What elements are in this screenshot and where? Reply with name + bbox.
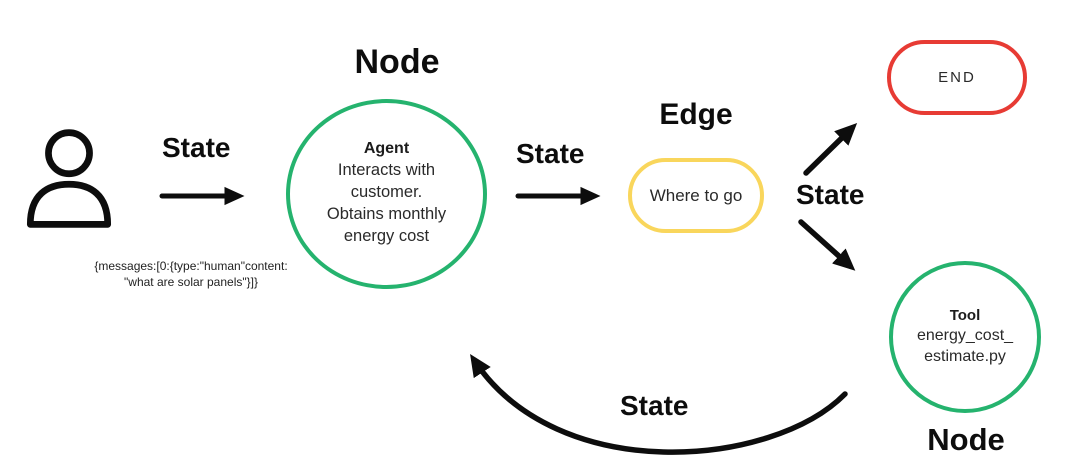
arrow-edge-to-tool [798, 219, 856, 271]
end-node: END [887, 40, 1027, 115]
user-message-line-1: {messages:[0:{type:"human"content: [94, 259, 288, 273]
tool-node-line: energy_cost_ [916, 326, 1014, 344]
agent-node-line: customer. [350, 183, 423, 202]
agent-node: Agent Interacts with customer. Obtains m… [286, 99, 487, 289]
agent-node-line: Interacts with [337, 161, 436, 180]
arrow-edge-to-end [803, 122, 858, 176]
state-label-edge-branch: State [796, 179, 865, 210]
state-label-agent-edge: State [516, 138, 585, 169]
tool-node: Tool energy_cost_ estimate.py [889, 261, 1041, 413]
edge-title: Edge [659, 98, 733, 131]
state-label-user-agent: State [162, 132, 231, 163]
arrow-tool-to-agent-curve [470, 354, 848, 455]
edge-node-where-to-go: Where to go [628, 158, 764, 233]
agent-node-title: Agent [363, 140, 410, 158]
state-label-tool-agent: State [620, 390, 689, 421]
node-title-tool: Node [927, 422, 1005, 457]
user-message-json: {messages:[0:{type:"human"content: "what… [40, 259, 342, 290]
tool-node-title: Tool [949, 306, 981, 324]
end-node-label: END [938, 69, 976, 86]
agent-node-line: Obtains monthly [326, 205, 447, 223]
node-title-agent: Node [354, 43, 440, 81]
edge-node-label: Where to go [649, 185, 743, 205]
tool-node-line: estimate.py [924, 347, 1006, 365]
agent-node-line: energy cost [343, 226, 430, 245]
user-icon [26, 129, 112, 228]
user-message-line-2: "what are solar panels"}]} [124, 274, 258, 289]
